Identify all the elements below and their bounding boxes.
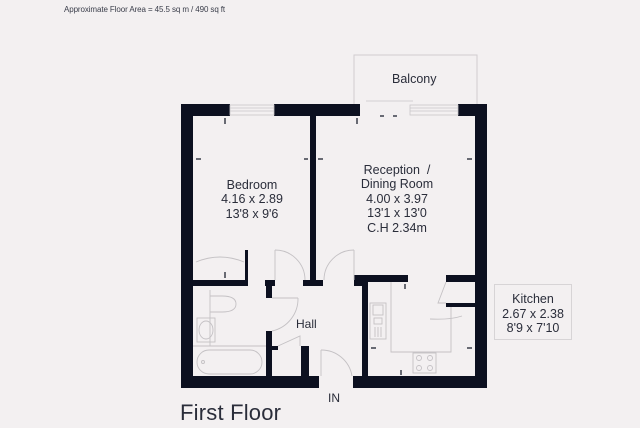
bedroom-label: Bedroom 4.16 x 2.89 13'8 x 9'6: [196, 178, 308, 221]
hall-label: Hall: [296, 317, 317, 331]
floor-title: First Floor: [180, 400, 282, 425]
reception-metric: 4.00 x 3.97: [366, 191, 428, 206]
door-swings: [195, 249, 463, 377]
windows: [229, 100, 459, 116]
reception-label: Reception / Dining Room 4.00 x 3.97 13'1…: [322, 163, 472, 235]
reception-imperial: 13'1 x 13'0: [367, 206, 427, 221]
kitchen-metric: 2.67 x 2.38: [502, 306, 564, 321]
bedroom-name: Bedroom: [226, 178, 278, 192]
kitchen-units: [369, 282, 452, 374]
reception-name-2: Dining Room: [360, 177, 434, 192]
bedroom-imperial: 13'8 x 9'6: [225, 206, 279, 221]
kitchen-imperial: 8'9 x 7'10: [506, 321, 560, 336]
reception-ceiling: C.H 2.34m: [367, 220, 427, 235]
bedroom-metric: 4.16 x 2.89: [221, 192, 283, 207]
kitchen-label: Kitchen 2.67 x 2.38 8'9 x 7'10: [494, 284, 572, 340]
kitchen-name: Kitchen: [512, 292, 554, 306]
reception-name-1: Reception /: [363, 163, 431, 177]
balcony-label: Balcony: [392, 72, 437, 86]
entrance-label: IN: [328, 391, 340, 405]
bathroom-fixtures: [193, 290, 266, 375]
walls: [181, 104, 487, 388]
floor-area-text: Approximate Floor Area = 45.5 sq m / 490…: [64, 5, 226, 14]
balcony-outline: [353, 54, 478, 104]
dimension-ticks: [196, 115, 472, 375]
